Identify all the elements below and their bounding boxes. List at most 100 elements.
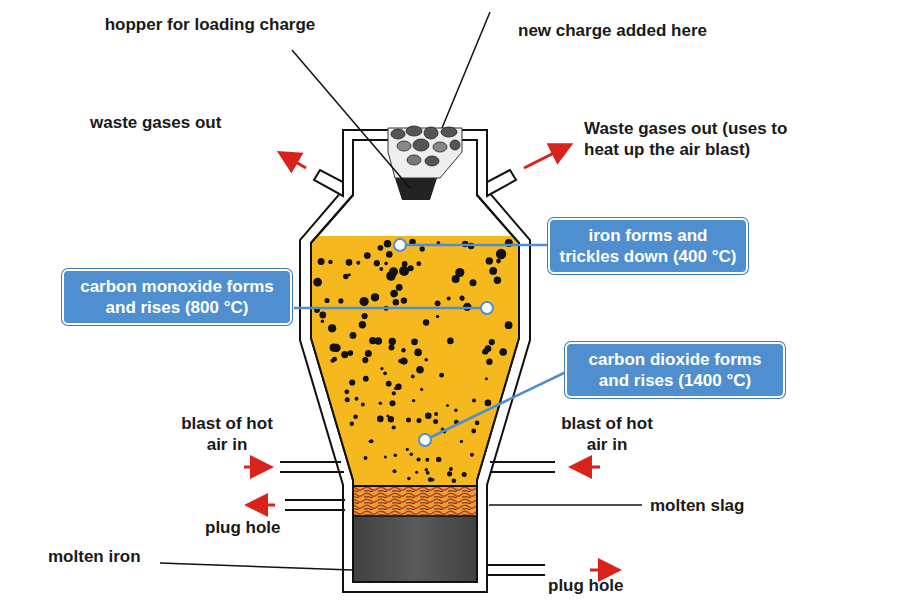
bubble — [425, 468, 428, 471]
bubble — [383, 371, 387, 375]
bubble — [373, 294, 379, 300]
bubble — [485, 400, 492, 407]
bubble — [406, 448, 409, 451]
bubble — [389, 345, 395, 351]
bubble — [356, 261, 360, 265]
bubble — [462, 472, 467, 477]
bubble — [348, 350, 354, 356]
bubble — [407, 477, 411, 481]
bubble — [402, 358, 408, 364]
bubble — [416, 261, 421, 266]
bubble — [410, 452, 414, 456]
bubble — [393, 469, 397, 473]
part-label: plug hole — [548, 575, 658, 596]
bubble — [386, 271, 396, 281]
bubble — [355, 397, 359, 401]
bubble — [426, 471, 430, 475]
bubble — [406, 418, 411, 423]
bubble — [353, 414, 358, 419]
bubble — [392, 425, 396, 429]
bubble — [486, 257, 493, 264]
bubble — [402, 261, 408, 267]
bubble — [386, 414, 389, 417]
bubble — [392, 391, 396, 395]
bubble — [414, 349, 422, 357]
callout-text: iron forms and trickles down (400 °C) — [558, 225, 738, 267]
bubble — [470, 279, 477, 286]
bubble — [396, 284, 403, 291]
bubble — [449, 467, 453, 471]
bubble — [417, 418, 422, 423]
bubble — [349, 379, 355, 385]
bubble — [415, 471, 418, 474]
bubble — [394, 387, 397, 390]
bubble — [452, 479, 457, 484]
callout-text: carbon dioxide forms and rises (1400 °C) — [575, 349, 775, 391]
callout-text: carbon monoxide forms and rises (800 °C) — [72, 276, 282, 318]
bubble — [389, 338, 396, 345]
bubble — [496, 249, 506, 259]
bubble — [321, 320, 324, 323]
bubble — [475, 421, 480, 426]
bubble — [377, 416, 384, 423]
bubble — [328, 260, 332, 264]
bubble — [399, 266, 409, 276]
bubble — [380, 367, 383, 370]
bubble — [393, 299, 399, 305]
bubble — [384, 456, 387, 459]
bubble — [412, 399, 415, 402]
bubble — [401, 297, 407, 303]
bubble — [447, 338, 454, 345]
bubble — [411, 375, 415, 379]
bubble — [454, 409, 457, 412]
bubble — [379, 267, 383, 271]
part-label: molten iron — [48, 546, 178, 567]
bubble — [460, 295, 465, 300]
bubble — [439, 373, 444, 378]
bubble — [379, 401, 383, 405]
bubble — [370, 439, 374, 443]
bubble — [341, 351, 348, 358]
bubble — [485, 377, 488, 380]
bubble — [460, 440, 463, 443]
bubble — [350, 332, 357, 339]
callout-box: carbon dioxide forms and rises (1400 °C) — [565, 342, 785, 398]
bubble — [365, 350, 372, 357]
bubble — [371, 293, 379, 301]
bubble — [364, 456, 368, 460]
bubble — [384, 262, 388, 266]
bubble — [386, 251, 393, 258]
bubble — [344, 389, 349, 394]
bubble — [425, 458, 429, 462]
bubble — [411, 338, 418, 345]
bubble — [362, 357, 368, 363]
bubble — [420, 246, 425, 251]
bubble — [394, 453, 398, 457]
bubble — [436, 457, 441, 462]
part-label: hopper for loading charge — [95, 14, 325, 35]
bubble — [319, 312, 326, 319]
bubble — [425, 412, 432, 419]
bubble — [384, 240, 392, 248]
bubble — [447, 296, 451, 300]
bubble — [505, 321, 513, 329]
bubble — [470, 453, 474, 457]
bubble — [489, 267, 497, 275]
bubble — [350, 422, 354, 426]
callout-box: carbon monoxide forms and rises (800 °C) — [62, 269, 292, 325]
bubble — [499, 348, 507, 356]
bubble — [338, 298, 343, 303]
bubble — [420, 388, 423, 391]
bubble — [416, 457, 420, 461]
bubble — [328, 324, 336, 332]
bubble — [486, 359, 492, 365]
bubble — [408, 265, 414, 271]
bubble — [446, 404, 449, 407]
bubble — [386, 381, 392, 387]
bubble — [436, 315, 439, 318]
bubble — [330, 344, 338, 352]
bubble — [332, 357, 337, 362]
part-label: new charge added here — [518, 20, 818, 41]
bubble — [378, 245, 384, 251]
